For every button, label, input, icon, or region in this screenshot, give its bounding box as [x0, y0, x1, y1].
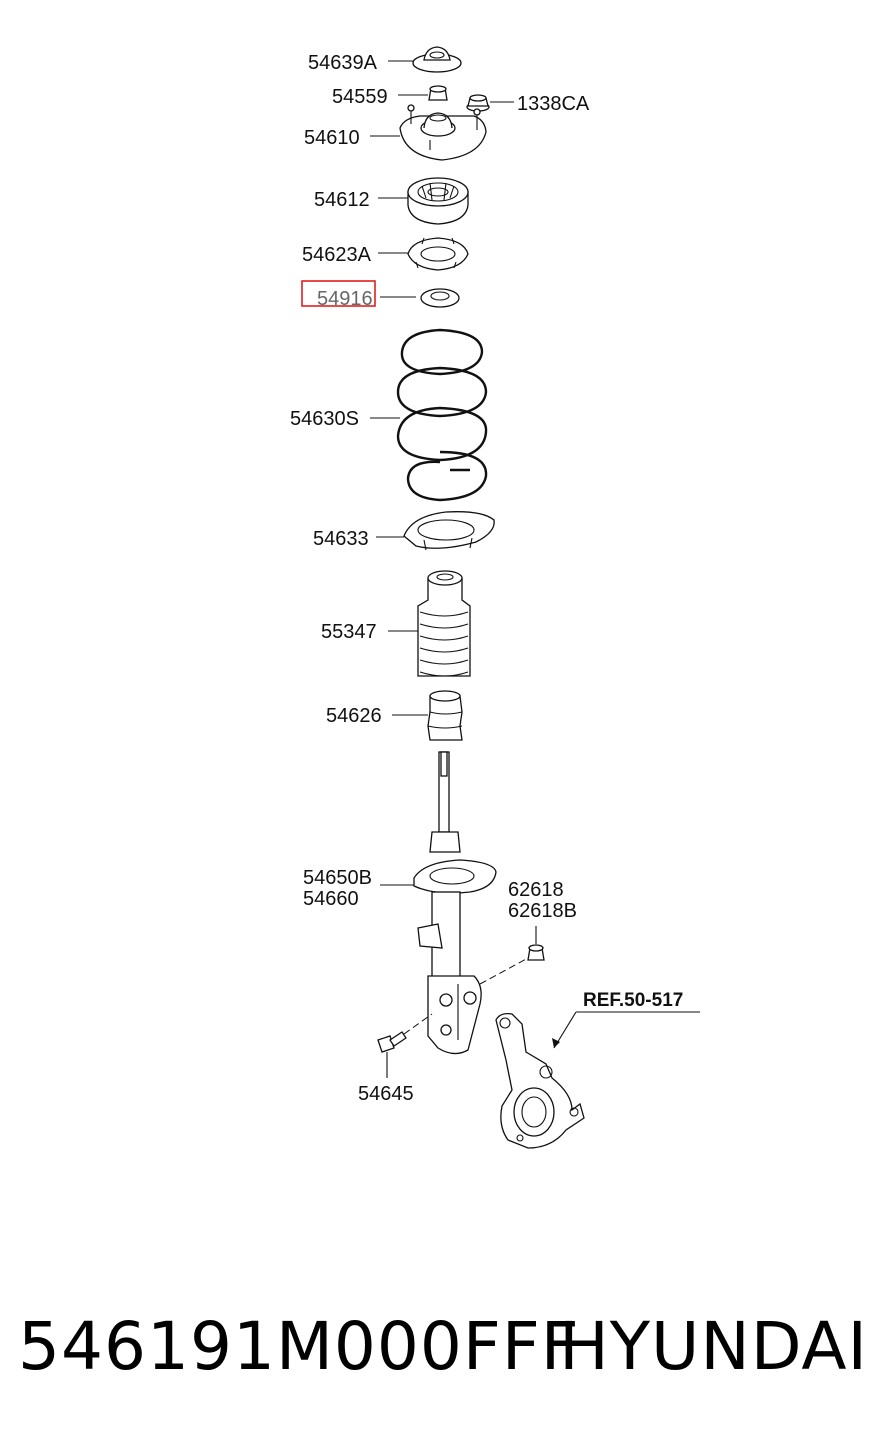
label-62618B: 62618B	[508, 900, 577, 922]
label-62618: 62618	[508, 879, 564, 901]
label-1338CA: 1338CA	[517, 93, 590, 115]
part-steering-knuckle	[495, 1012, 585, 1149]
part-54610-mount	[399, 104, 487, 161]
label-54630S: 54630S	[290, 408, 359, 430]
part-54639A-cap	[412, 46, 462, 73]
part-1338CA-nut	[466, 94, 490, 112]
part-54623A-seat	[407, 237, 469, 271]
label-54639A: 54639A	[308, 52, 378, 74]
label-54660: 54660	[303, 888, 359, 910]
label-54633: 54633	[313, 528, 369, 550]
label-55347: 55347	[321, 621, 377, 643]
part-54559-nut	[428, 85, 448, 101]
brand-name: HYUNDAI	[559, 1308, 868, 1385]
part-54630S-coil-spring	[396, 328, 488, 502]
label-54623A: 54623A	[302, 244, 372, 266]
part-number: 546191M000FFF	[18, 1308, 580, 1385]
label-54610: 54610	[304, 127, 360, 149]
footer: 546191M000FFF HYUNDAI	[0, 1300, 886, 1410]
highlight-box	[301, 280, 376, 307]
part-54612-bearing	[407, 177, 469, 225]
strut-assembly-diagram: 54639A 54559 1338CA 54610 54612	[290, 46, 700, 1149]
part-54650B-strut	[413, 751, 497, 1055]
part-55347-dust-boot	[417, 570, 471, 677]
label-54626: 54626	[326, 705, 382, 727]
part-54645-bolt	[377, 1031, 407, 1053]
label-54650B: 54650B	[303, 867, 372, 889]
label-54645: 54645	[358, 1083, 414, 1105]
label-54916: 54916	[317, 288, 373, 310]
part-54916-pad	[420, 288, 460, 308]
part-54633-lower-pad	[403, 511, 495, 551]
part-62618-nut	[527, 944, 545, 961]
label-54559: 54559	[332, 86, 388, 108]
label-54612: 54612	[314, 189, 370, 211]
part-54626-bump-stopper	[427, 690, 463, 741]
ref-label: REF.50-517	[583, 990, 683, 1011]
